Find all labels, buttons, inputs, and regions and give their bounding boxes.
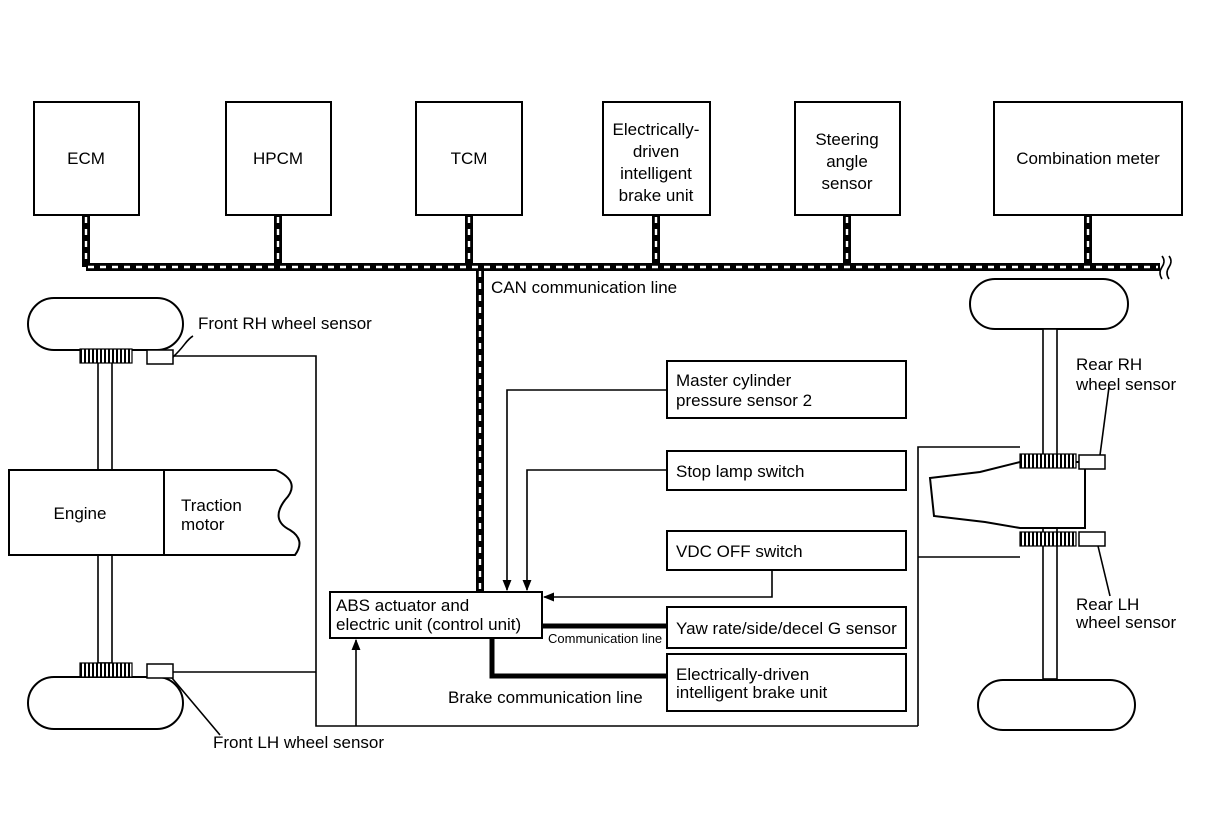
rear-wheel-rh xyxy=(969,278,1129,330)
rear-wheel-lh xyxy=(977,679,1136,731)
engine-label: Engine xyxy=(54,504,107,523)
rear-rh-sensor-label-1: Rear RH xyxy=(1076,355,1142,374)
master-cylinder-arrow xyxy=(502,389,667,592)
front-rh-leader xyxy=(172,335,194,358)
rear-rh-leader xyxy=(1099,386,1110,456)
brake-communication-line xyxy=(489,638,667,679)
vdc-off-arrow xyxy=(542,570,773,602)
traction-motor-label-2: motor xyxy=(181,515,225,534)
rear-sensor-wire xyxy=(917,446,1020,726)
abs-unit-box: ABS actuator and electric unit (control … xyxy=(329,591,543,639)
brake-unit-box: Electrically- driven intelligent brake u… xyxy=(602,101,711,216)
front-lh-tone-ring xyxy=(79,662,133,678)
rear-rh-sensor-label-2: wheel sensor xyxy=(1075,375,1177,394)
front-rh-sensor-icon xyxy=(146,349,174,365)
rear-lh-tone-ring xyxy=(1019,531,1077,547)
tcm-label: TCM xyxy=(451,149,488,168)
hpcm-label: HPCM xyxy=(253,149,303,168)
stop-lamp-box: Stop lamp switch xyxy=(666,450,907,491)
master-cylinder-box: Master cylinder pressure sensor 2 xyxy=(666,360,907,419)
front-wheel-lh xyxy=(27,676,184,730)
brake-comm-line-label: Brake communication line xyxy=(448,688,643,707)
front-wheel-rh xyxy=(27,297,184,351)
engine-box: Engine xyxy=(8,469,165,556)
rear-differential xyxy=(928,461,1086,529)
master-cylinder-label-2: pressure sensor 2 xyxy=(676,391,812,410)
rear-lh-sensor-icon xyxy=(1078,531,1106,547)
rear-lh-leader xyxy=(1097,545,1111,597)
steering-label-1: Steering xyxy=(815,130,878,149)
front-rh-sensor-wire xyxy=(173,355,918,727)
steering-label-3: sensor xyxy=(821,174,872,193)
tcm-box: TCM xyxy=(415,101,523,216)
rear-lh-sensor-label-1: Rear LH xyxy=(1076,595,1139,614)
can-bus xyxy=(82,215,1172,591)
brake-unit-label-3: intelligent xyxy=(620,164,692,183)
ecm-box: ECM xyxy=(33,101,140,216)
steering-sensor-box: Steering angle sensor xyxy=(794,101,901,216)
abs-unit-label-1: ABS actuator and xyxy=(336,596,469,615)
front-axle-upper xyxy=(97,359,113,471)
front-lh-sensor-icon xyxy=(146,663,174,679)
combination-meter-label: Combination meter xyxy=(1016,149,1160,168)
rear-rh-sensor-icon xyxy=(1078,454,1106,470)
brake-unit-lower-label-1: Electrically-driven xyxy=(676,665,809,684)
abs-unit-label-2: electric unit (control unit) xyxy=(336,615,521,634)
vdc-off-label: VDC OFF switch xyxy=(676,542,803,561)
front-lh-leader xyxy=(171,677,221,736)
front-axle-lower xyxy=(97,554,113,664)
master-cylinder-label-1: Master cylinder xyxy=(676,371,792,390)
brake-unit-lower-box: Electrically-driven intelligent brake un… xyxy=(666,653,907,712)
front-rh-sensor-label: Front RH wheel sensor xyxy=(198,314,372,333)
stop-lamp-label: Stop lamp switch xyxy=(676,462,805,481)
traction-motor-box: Traction motor xyxy=(163,469,301,556)
steering-label-2: angle xyxy=(826,152,868,171)
brake-unit-label-4: brake unit xyxy=(619,186,694,205)
communication-line-label: Communication line xyxy=(548,631,662,646)
hpcm-box: HPCM xyxy=(225,101,332,216)
brake-unit-lower-label-2: intelligent brake unit xyxy=(676,683,827,702)
brake-unit-label-1: Electrically- xyxy=(613,120,700,139)
ecm-label: ECM xyxy=(67,149,105,168)
can-line-label: CAN communication line xyxy=(491,278,677,297)
yaw-rate-label: Yaw rate/side/decel G sensor xyxy=(676,619,897,638)
vdc-off-box: VDC OFF switch xyxy=(666,530,907,571)
rear-lh-sensor-label-2: wheel sensor xyxy=(1075,613,1177,632)
traction-motor-label-1: Traction xyxy=(181,496,242,515)
rear-rh-tone-ring xyxy=(1019,453,1077,469)
front-rh-tone-ring xyxy=(79,348,133,364)
stop-lamp-arrow xyxy=(522,469,667,592)
combination-meter-box: Combination meter xyxy=(993,101,1183,216)
front-lh-sensor-label: Front LH wheel sensor xyxy=(213,733,384,752)
brake-unit-label-2: driven xyxy=(633,142,679,161)
yaw-rate-box: Yaw rate/side/decel G sensor xyxy=(666,606,907,649)
